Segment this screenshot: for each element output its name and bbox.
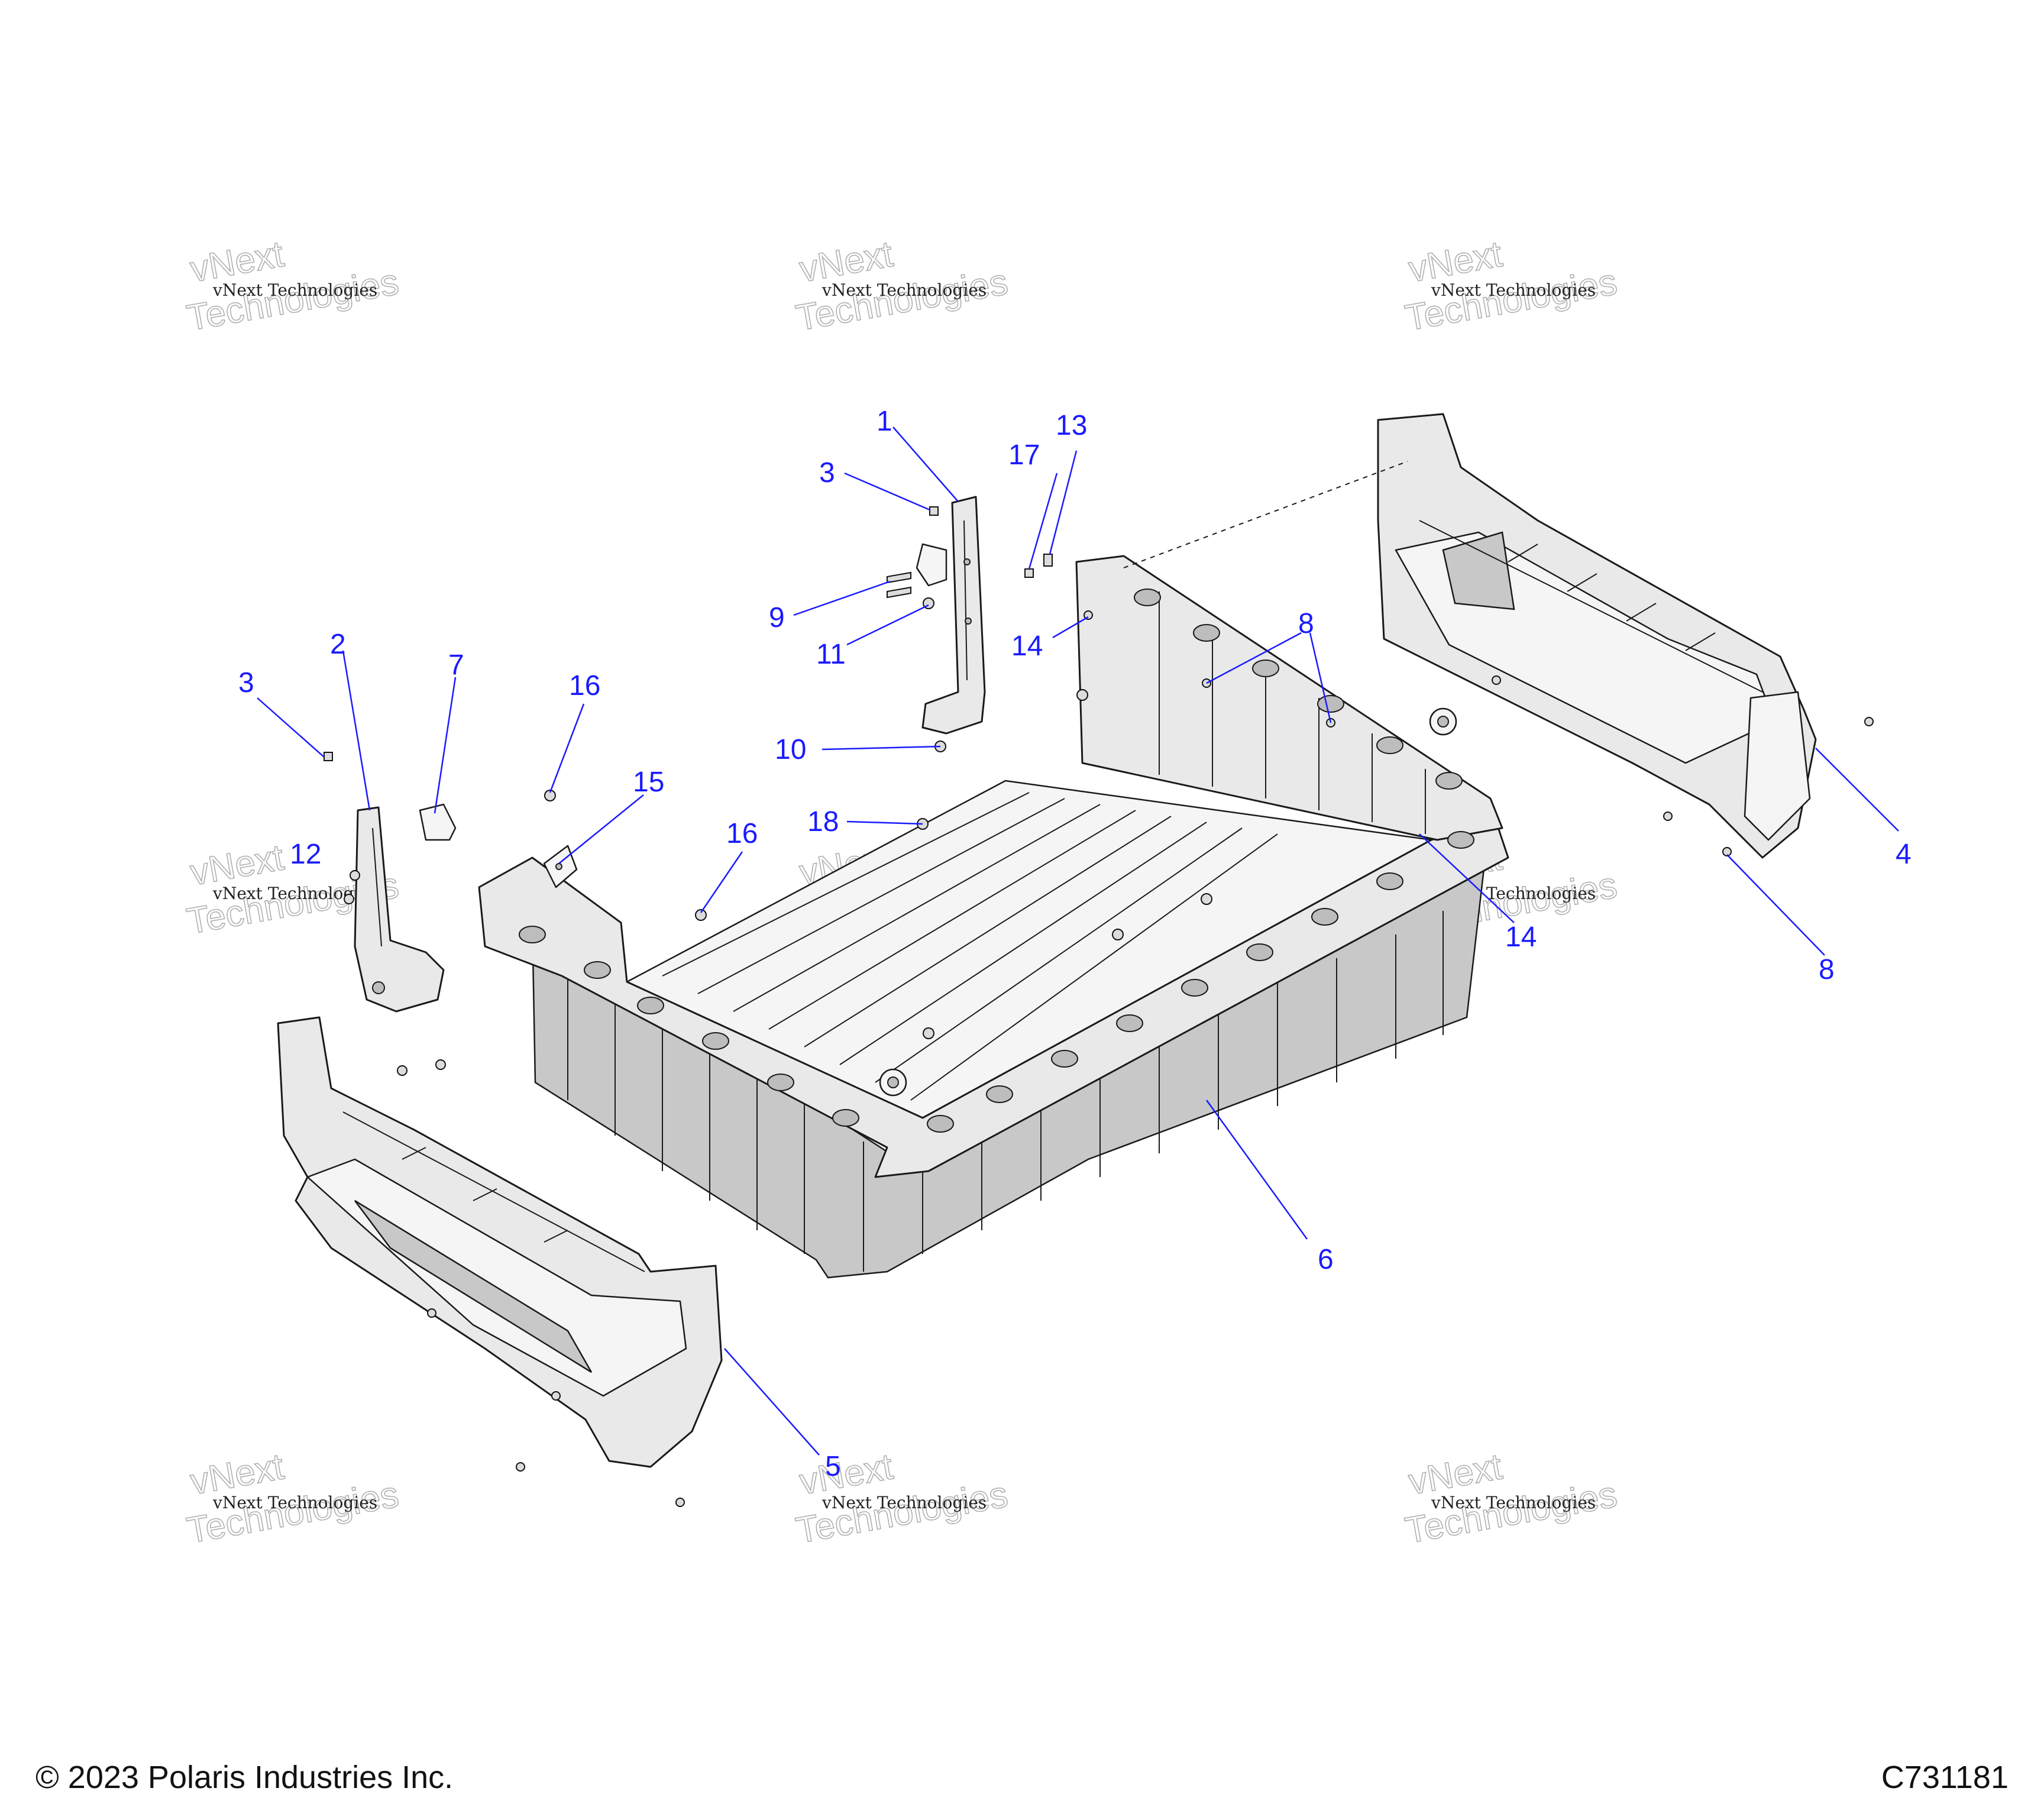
callout-16: 16 xyxy=(569,670,600,701)
right-side-panel-part xyxy=(1377,413,1817,859)
callout-9: 9 xyxy=(769,602,785,633)
callout-14: 14 xyxy=(1505,922,1537,953)
callout-3: 3 xyxy=(238,667,254,699)
callout-3: 3 xyxy=(819,457,835,489)
callout-11: 11 xyxy=(816,639,846,670)
svg-text:vNext Technologies: vNext Technologies xyxy=(1431,280,1596,300)
latch-part xyxy=(419,803,457,841)
callout-10: 10 xyxy=(775,734,806,765)
svg-text:vNext Technologies: vNext Technologies xyxy=(1431,1493,1596,1512)
callout-14: 14 xyxy=(1011,631,1043,662)
callout-16: 16 xyxy=(726,818,758,849)
copyright-text: © 2023 Polaris Industries Inc. xyxy=(35,1760,454,1795)
callout-15: 15 xyxy=(633,767,664,798)
svg-text:vNext Technologies: vNext Technologies xyxy=(822,280,987,300)
callout-leaders xyxy=(257,426,1899,1456)
callout-5: 5 xyxy=(825,1451,841,1482)
callout-17: 17 xyxy=(1008,439,1040,471)
watermark: vNext Technologies vNext Technologies xyxy=(1402,1446,1621,1551)
drawing-number: C731181 xyxy=(1881,1760,2009,1795)
svg-text:vNext Technologies: vNext Technologies xyxy=(212,280,377,300)
callout-18: 18 xyxy=(807,806,839,838)
svg-text:vNext Technologies: vNext Technologies xyxy=(822,1493,987,1512)
svg-text:vNext Technologies: vNext Technologies xyxy=(212,1493,377,1512)
alignment-line xyxy=(1123,461,1408,568)
callout-8: 8 xyxy=(1298,608,1314,639)
right-bracket-part xyxy=(916,496,986,735)
watermark: vNext Technologies vNext Technologies xyxy=(1402,233,1621,339)
callout-4: 4 xyxy=(1896,839,1912,870)
callout-2: 2 xyxy=(330,629,346,660)
callout-7: 7 xyxy=(448,649,464,681)
callout-12: 12 xyxy=(290,839,321,870)
callout-8: 8 xyxy=(1819,954,1835,985)
callout-6: 6 xyxy=(1318,1244,1334,1275)
callout-1: 1 xyxy=(877,406,892,437)
watermark: vNext Technologies vNext Technologies xyxy=(183,1446,402,1551)
cargo-box-part xyxy=(478,555,1509,1279)
callout-13: 13 xyxy=(1056,410,1087,441)
watermark: vNext Technologies vNext Technologies xyxy=(793,1446,1011,1551)
watermark: vNext Technologies vNext Technologies xyxy=(793,233,1011,339)
left-bracket-part xyxy=(354,806,445,1013)
callout-numbers: 1 2 3 3 4 5 6 7 8 8 9 10 11 12 13 14 14 … xyxy=(238,406,1912,1482)
fasteners xyxy=(324,506,1874,1507)
left-side-panel-part xyxy=(277,1016,723,1468)
watermark: vNext Technologies vNext Technologies xyxy=(183,233,402,339)
